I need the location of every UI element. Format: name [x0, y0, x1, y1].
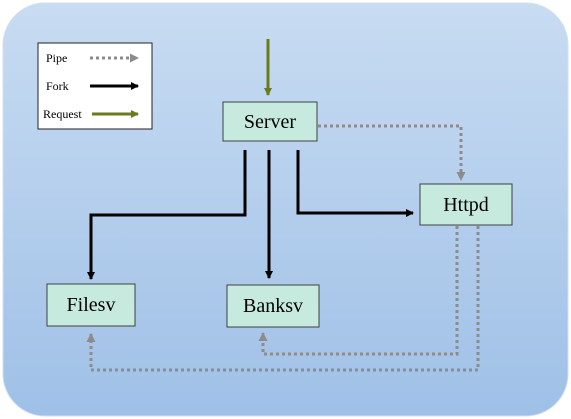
node-filesv: Filesv: [46, 283, 136, 327]
pipe-httpd-filesv: [86, 226, 480, 372]
node-banksv: Banksv: [226, 284, 320, 328]
node-server-label: Server: [244, 111, 297, 133]
fork-server-httpd: [296, 150, 414, 217]
legend-pipe-label: Pipe: [46, 51, 67, 65]
node-server: Server: [222, 101, 318, 142]
node-banksv-label: Banksv: [243, 295, 303, 317]
legend-fork-label: Fork: [46, 79, 69, 93]
legend-request-label: Request: [43, 107, 82, 121]
node-httpd: Httpd: [419, 183, 513, 226]
node-filesv-label: Filesv: [67, 294, 116, 316]
legend: Pipe Fork Request: [37, 42, 153, 130]
node-httpd-label: Httpd: [443, 194, 489, 216]
pipe-httpd-banksv: [258, 226, 459, 356]
fork-server-filesv: [87, 150, 247, 280]
